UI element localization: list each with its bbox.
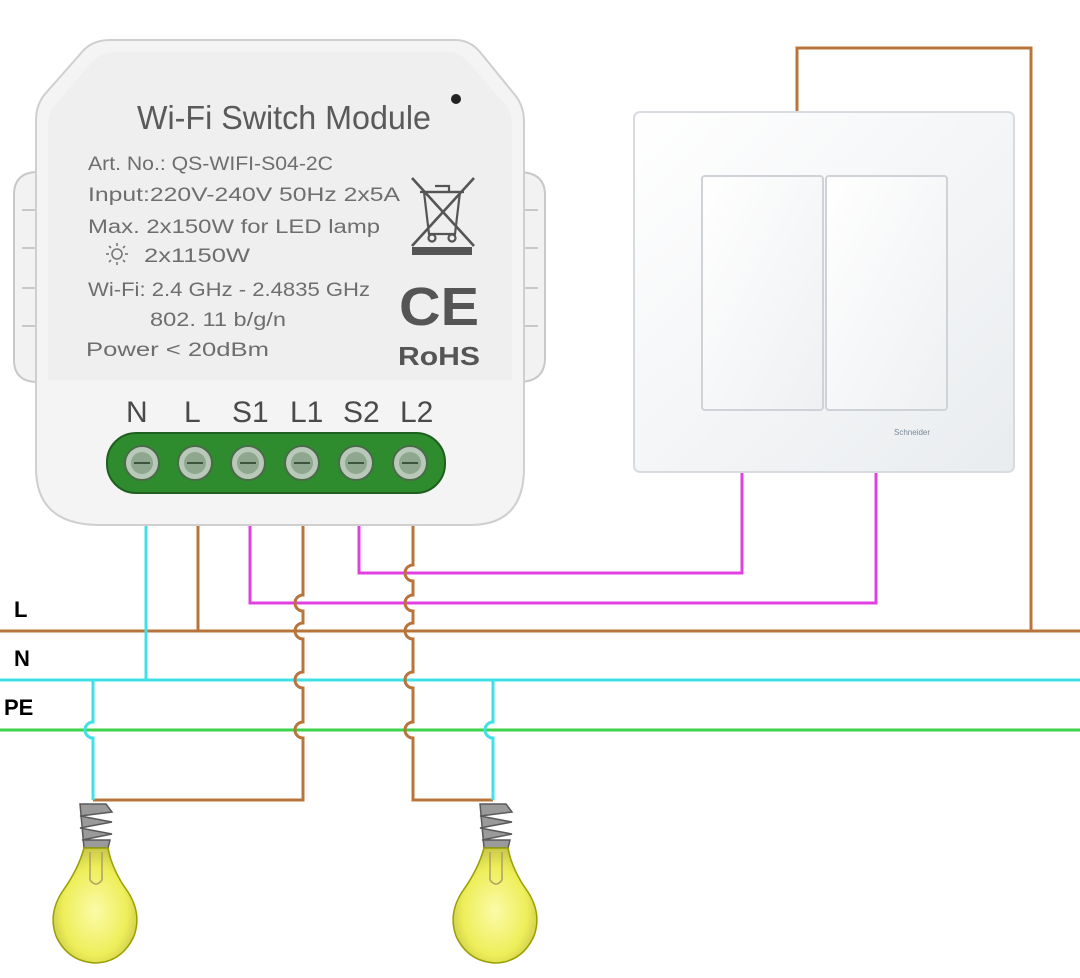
bus-label-pe: PE	[4, 695, 33, 720]
bus-label-l: L	[14, 597, 27, 622]
terminal-screw-s2	[338, 445, 374, 481]
light-bulb-2	[452, 803, 538, 964]
terminal-label-l: L	[184, 396, 201, 429]
bus-lines	[0, 629, 1080, 732]
terminal-label-s2: S2	[343, 396, 380, 429]
wire-bulb1-neutral	[83, 680, 95, 800]
terminal-screws	[124, 445, 428, 481]
terminal-label-l1: L1	[290, 396, 323, 429]
switch-rocker-left	[701, 175, 824, 411]
wire-s1	[248, 464, 878, 605]
terminal-label-n: N	[126, 396, 148, 429]
weee-bin-icon	[411, 177, 475, 255]
wire-l1	[93, 522, 305, 802]
spec-input: Input:220V-240V 50Hz 2x5A	[88, 185, 400, 206]
wires	[83, 46, 1033, 802]
wire-l2	[403, 522, 493, 802]
module-inner-face	[48, 52, 512, 380]
bus-label-n: N	[14, 646, 30, 671]
spec-power: Power < 20dBm	[86, 340, 269, 361]
switch-brand: Schneider	[894, 428, 930, 437]
wire-bulb2-neutral	[483, 680, 495, 800]
terminal-screw-s1	[230, 445, 266, 481]
bulb-1-base	[79, 803, 114, 849]
bulb-1-glass	[52, 847, 138, 964]
bulb-2-glass	[452, 847, 538, 964]
wire-live-switch-feed	[795, 46, 1033, 631]
sun-icon	[106, 243, 128, 265]
spec-wifi-standard: 802. 11 b/g/n	[150, 310, 286, 331]
module-title: Wi-Fi Switch Module	[137, 99, 431, 136]
light-bulb-1	[52, 803, 138, 964]
ce-mark: CE	[399, 277, 479, 337]
status-led	[451, 94, 461, 104]
terminal-screw-l1	[284, 445, 320, 481]
terminal-screw-l	[177, 445, 213, 481]
bulb-2-base	[479, 803, 514, 849]
spec-art-no: Art. No.: QS-WIFI-S04-2C	[88, 154, 333, 175]
rohs-mark: RoHS	[398, 341, 480, 371]
terminal-screw-n	[124, 445, 160, 481]
terminal-label-s1: S1	[232, 396, 269, 429]
wire-s2	[357, 464, 744, 575]
spec-wifi-band: Wi-Fi: 2.4 GHz - 2.4835 GHz	[88, 280, 370, 301]
terminal-screw-l2	[392, 445, 428, 481]
bulb-2-filament	[489, 852, 503, 885]
spec-max-led: Max. 2x150W for LED lamp	[88, 217, 380, 238]
spec-max-incandescent: 2x1150W	[144, 246, 250, 267]
terminal-label-l2: L2	[400, 396, 433, 429]
module-left-clip	[13, 170, 39, 384]
switch-rocker-right	[825, 175, 948, 411]
double-wall-switch: Schneider	[633, 111, 1015, 473]
bulb-1-filament	[89, 852, 103, 885]
wifi-switch-module: Wi-Fi Switch Module Art. No.: QS-WIFI-S0…	[13, 39, 546, 526]
